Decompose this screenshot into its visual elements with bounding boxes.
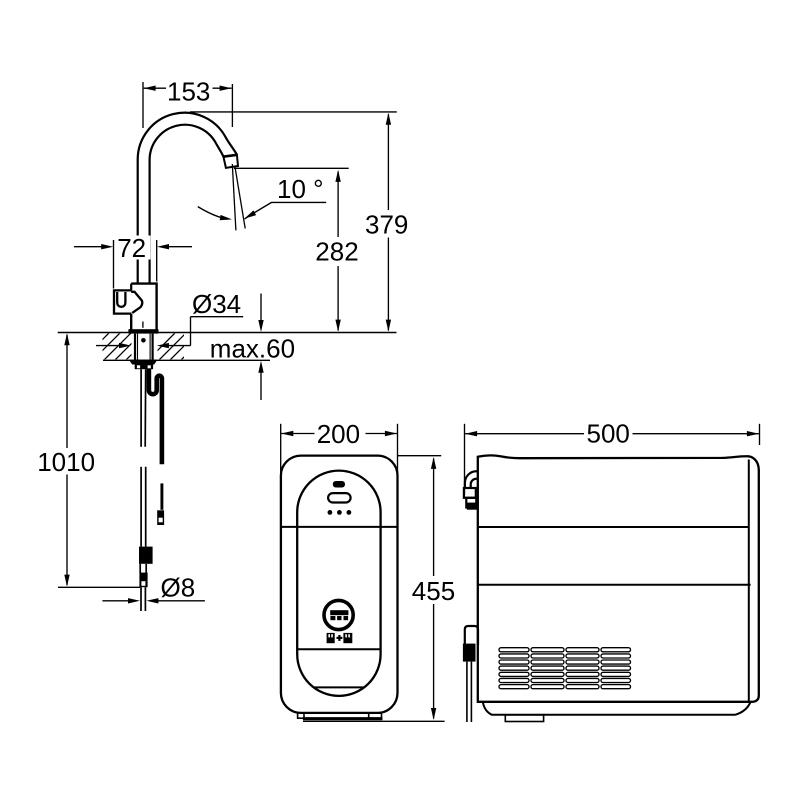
svg-text:500: 500: [587, 418, 630, 448]
svg-text:Ø8: Ø8: [161, 572, 196, 602]
svg-text:455: 455: [412, 576, 455, 606]
svg-text:153: 153: [167, 76, 210, 106]
svg-text:379: 379: [365, 209, 408, 239]
svg-text:72: 72: [117, 233, 146, 263]
svg-text:200: 200: [317, 419, 360, 449]
svg-text:max.60: max.60: [210, 334, 295, 364]
svg-text:Ø34: Ø34: [192, 289, 241, 319]
svg-text:10 °: 10 °: [277, 174, 324, 204]
svg-text:1010: 1010: [37, 447, 95, 477]
svg-text:282: 282: [315, 237, 358, 267]
